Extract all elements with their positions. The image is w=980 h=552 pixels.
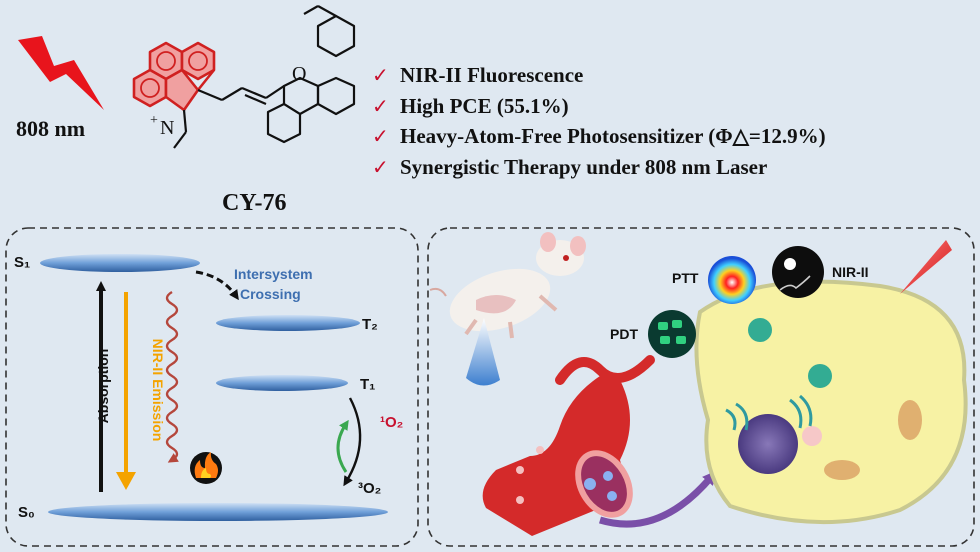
molecule-structure	[132, 5, 356, 149]
feature-item: ✓ NIR-II Fluorescence	[372, 60, 826, 91]
singlet-oxygen-label: ¹O₂	[380, 414, 404, 431]
s0-label: S₀	[18, 504, 35, 521]
feature-text: High PCE (55.1%)	[400, 93, 569, 118]
nir-ii-label: NIR-II	[832, 264, 869, 280]
laser-beam	[466, 318, 500, 386]
nir-ii-hotspot	[784, 258, 796, 270]
nir-ii-image	[772, 246, 824, 298]
s1-label: S₁	[14, 254, 31, 271]
pdt-cell-spot	[672, 320, 682, 328]
feature-text: Synergistic Therapy under 808 nm Laser	[400, 154, 768, 179]
isc-label-line2: Crossing	[240, 286, 301, 302]
s1-level	[40, 254, 200, 272]
ptt-label: PTT	[672, 270, 699, 286]
check-icon: ✓	[372, 154, 389, 179]
pdt-label: PDT	[610, 326, 638, 342]
nitrogen-label: N	[160, 117, 174, 139]
delivery-arrow	[598, 470, 717, 528]
feature-text: NIR-II Fluorescence	[400, 63, 584, 87]
check-icon: ✓	[372, 124, 389, 148]
compound-name: CY-76	[222, 190, 287, 216]
t1-decay-arrow	[343, 397, 362, 487]
blood-vessel-illustration	[482, 355, 655, 536]
feature-item: ✓ Synergistic Therapy under 808 nm Laser	[372, 152, 826, 183]
heat-flame-icon	[190, 452, 222, 484]
check-icon: ✓	[372, 63, 389, 87]
check-icon: ✓	[372, 93, 389, 118]
t2-label: T₂	[362, 316, 378, 333]
feature-item: ✓ Heavy-Atom-Free Photosensitizer (Φ△=12.…	[372, 121, 826, 152]
pdt-fluorescence-image	[648, 310, 696, 358]
wavelength-label: 808 nm	[16, 116, 86, 141]
laser-cone-icon	[900, 240, 952, 294]
emission-arrowhead	[116, 472, 136, 490]
feature-item: ✓ High PCE (55.1%)	[372, 91, 826, 122]
cell-illustration	[694, 279, 968, 524]
pdt-cell-spot	[676, 336, 686, 344]
oxygen-arrow	[336, 419, 349, 473]
feature-list: ✓ NIR-II Fluorescence ✓ High PCE (55.1%) ✓…	[372, 60, 826, 182]
triplet-oxygen-label: ³O₂	[358, 480, 382, 497]
isc-arrow	[195, 270, 239, 301]
lightning-icon	[18, 36, 104, 110]
t1-level	[216, 375, 348, 391]
positive-charge-label: +	[150, 113, 158, 128]
ptt-thermal-image	[708, 256, 756, 304]
emission-wave	[165, 290, 179, 463]
feature-text: Heavy-Atom-Free Photosensitizer (Φ△=12.9…	[400, 124, 826, 148]
oxygen-atom-label: O	[292, 63, 306, 85]
pdt-cell-spot	[658, 322, 668, 330]
therapy-panel	[427, 227, 975, 547]
jablonski-panel	[5, 227, 419, 547]
t1-label: T₁	[360, 376, 376, 393]
isc-label-line1: Intersystem	[234, 266, 313, 282]
t2-level	[216, 315, 360, 331]
absorption-label: Absorption	[95, 348, 111, 424]
emission-label: NIR-II Emission	[150, 338, 166, 442]
mouse-illustration	[429, 232, 586, 339]
s0-level	[48, 503, 388, 521]
nir-ii-vessel-trace	[779, 275, 811, 291]
pdt-cell-spot	[660, 336, 670, 344]
